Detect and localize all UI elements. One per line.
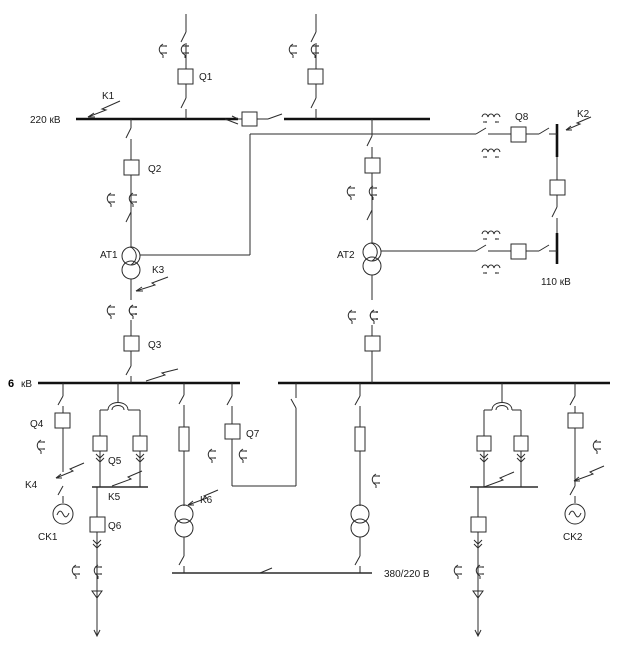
- label-q1: Q1: [199, 72, 213, 83]
- feeder-q1-right: [289, 14, 324, 119]
- label-q7: Q7: [246, 429, 260, 440]
- connections-110kv: [466, 113, 566, 275]
- label-k3: K3: [152, 265, 165, 276]
- fault-arrow-k3: [135, 276, 169, 292]
- feeder-right-reactor: [476, 383, 529, 487]
- label-q5: Q5: [108, 456, 122, 467]
- feeder-q6: [72, 487, 106, 638]
- label-at1: AT1: [100, 250, 118, 261]
- fault-arrow-k6: [187, 489, 219, 506]
- fault-arrow-right: [483, 471, 515, 488]
- branch-at2: [347, 119, 466, 383]
- label-q6: Q6: [108, 521, 122, 532]
- label-k6: K6: [200, 495, 213, 506]
- fault-arrow-k5: [111, 470, 143, 487]
- feeder-q5-reactor: [92, 383, 148, 487]
- label-k4: K4: [25, 480, 38, 491]
- feeder-q7: [207, 383, 297, 487]
- fault-arrow-ck2: [573, 465, 605, 482]
- label-bus-380: 380/220 В: [384, 569, 430, 580]
- fault-arrow-6kv: [145, 368, 179, 382]
- label-ck2: CK2: [563, 532, 583, 543]
- fault-arrow-k1: [87, 100, 121, 118]
- label-at2: AT2: [337, 250, 355, 261]
- label-q2: Q2: [148, 164, 162, 175]
- fault-arrow-k4: [55, 462, 85, 479]
- label-k5: K5: [108, 492, 121, 503]
- feeder-q4-ck1: [36, 383, 74, 525]
- label-q3: Q3: [148, 340, 162, 351]
- feeder-right-transformer: [259, 383, 381, 574]
- label-bus-6: 6: [8, 378, 14, 390]
- fault-arrow-k2: [565, 116, 592, 131]
- label-k1: K1: [102, 91, 115, 102]
- label-q4: Q4: [30, 419, 44, 430]
- bus-coupler-220: [224, 111, 283, 127]
- branch-at1: [107, 119, 466, 383]
- label-bus-6-unit: кВ: [21, 379, 32, 390]
- label-bus-220: 220 кВ: [30, 115, 61, 126]
- label-bus-110: 110 кВ: [541, 277, 571, 288]
- feeder-k6-transformer: [174, 383, 194, 573]
- label-k2: K2: [577, 109, 590, 120]
- feeder-right-lower: [454, 487, 487, 638]
- label-ck1: CK1: [38, 532, 58, 543]
- feeder-q1: [159, 14, 194, 119]
- label-q8: Q8: [515, 112, 529, 123]
- feeder-ck2: [564, 383, 602, 525]
